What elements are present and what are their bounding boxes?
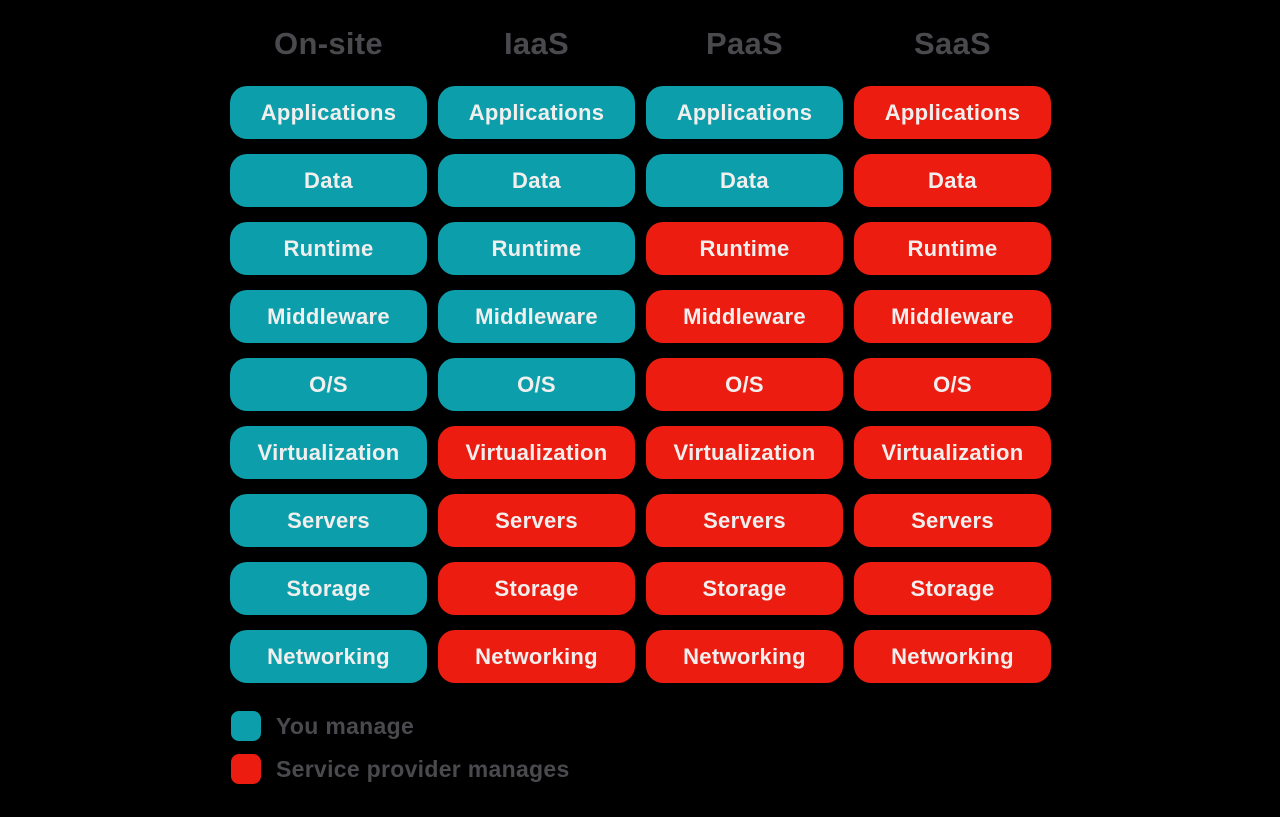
layer-pill-iaas-virtualization: Virtualization — [438, 426, 635, 479]
provider-manages-swatch — [231, 754, 261, 784]
layer-pill-on-site-virtualization: Virtualization — [230, 426, 427, 479]
layer-pill-iaas-data: Data — [438, 154, 635, 207]
layer-pill-paas-middleware: Middleware — [646, 290, 843, 343]
layer-pill-iaas-networking: Networking — [438, 630, 635, 683]
layer-pill-on-site-middleware: Middleware — [230, 290, 427, 343]
layer-pill-saas-networking: Networking — [854, 630, 1051, 683]
layer-pill-iaas-storage: Storage — [438, 562, 635, 615]
layer-pill-saas-runtime: Runtime — [854, 222, 1051, 275]
legend-label: You manage — [276, 712, 415, 739]
layer-pill-saas-o-s: O/S — [854, 358, 1051, 411]
column-header-saas: SaaS — [913, 26, 992, 61]
layer-pill-iaas-runtime: Runtime — [438, 222, 635, 275]
layer-pill-saas-middleware: Middleware — [854, 290, 1051, 343]
layer-pill-paas-data: Data — [646, 154, 843, 207]
layer-pill-paas-o-s: O/S — [646, 358, 843, 411]
column-header-paas: PaaS — [705, 26, 784, 61]
layer-pill-iaas-middleware: Middleware — [438, 290, 635, 343]
layer-pill-paas-virtualization: Virtualization — [646, 426, 843, 479]
layer-pill-saas-storage: Storage — [854, 562, 1051, 615]
layer-pill-paas-runtime: Runtime — [646, 222, 843, 275]
layer-pill-saas-applications: Applications — [854, 86, 1051, 139]
layer-pill-saas-servers: Servers — [854, 494, 1051, 547]
layer-pill-iaas-applications: Applications — [438, 86, 635, 139]
layer-pill-on-site-data: Data — [230, 154, 427, 207]
layer-pill-on-site-storage: Storage — [230, 562, 427, 615]
layer-pill-on-site-networking: Networking — [230, 630, 427, 683]
layer-pill-paas-storage: Storage — [646, 562, 843, 615]
legend-item-you-manage: You manage — [231, 711, 570, 741]
column-header-iaas: IaaS — [504, 26, 569, 61]
layer-pill-on-site-applications: Applications — [230, 86, 427, 139]
layer-pill-paas-applications: Applications — [646, 86, 843, 139]
legend-item-service-provider-manages: Service provider manages — [231, 754, 570, 784]
column-header-on-site: On-site — [274, 26, 383, 61]
layer-pill-iaas-servers: Servers — [438, 494, 635, 547]
layer-pill-on-site-runtime: Runtime — [230, 222, 427, 275]
layer-pill-paas-servers: Servers — [646, 494, 843, 547]
you-manage-swatch — [231, 711, 261, 741]
layer-pill-on-site-servers: Servers — [230, 494, 427, 547]
layer-pill-iaas-o-s: O/S — [438, 358, 635, 411]
layer-pill-on-site-o-s: O/S — [230, 358, 427, 411]
legend-label: Service provider manages — [276, 755, 570, 782]
layer-pill-saas-data: Data — [854, 154, 1051, 207]
layer-pill-paas-networking: Networking — [646, 630, 843, 683]
layer-pill-saas-virtualization: Virtualization — [854, 426, 1051, 479]
